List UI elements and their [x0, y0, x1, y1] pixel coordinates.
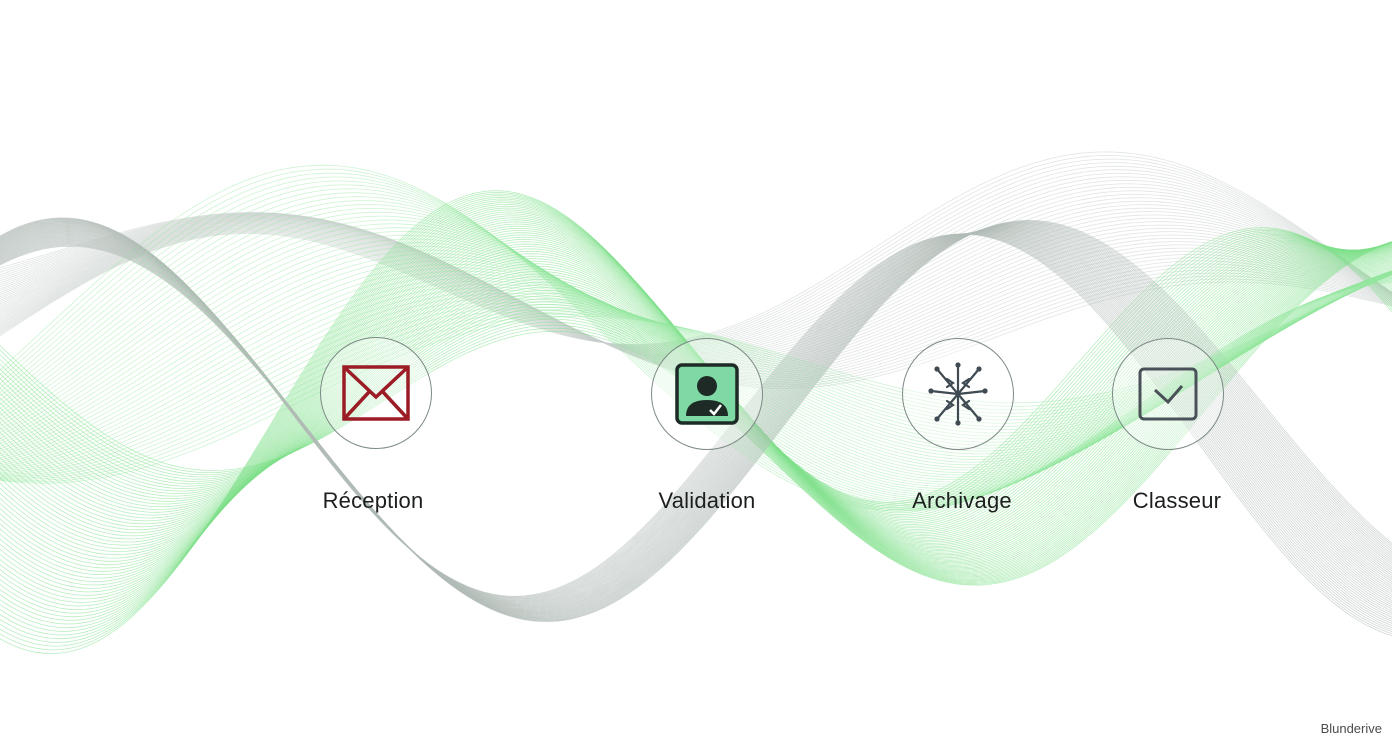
classeur-circle	[1112, 338, 1224, 450]
validation-circle	[651, 338, 763, 450]
brand-watermark: Blunderive	[1320, 721, 1382, 736]
reception-circle	[320, 337, 432, 449]
archivage-circle	[902, 338, 1014, 450]
user-check-icon	[675, 363, 739, 425]
step-label-classeur: Classeur	[1132, 488, 1222, 513]
network-arrows-icon	[928, 362, 988, 426]
step-label-reception: Réception	[322, 488, 424, 513]
checkbox-icon	[1138, 367, 1198, 421]
step-label-archivage: Archivage	[912, 488, 1012, 513]
step-label-validation: Validation	[658, 488, 756, 513]
envelope-icon	[342, 365, 410, 421]
